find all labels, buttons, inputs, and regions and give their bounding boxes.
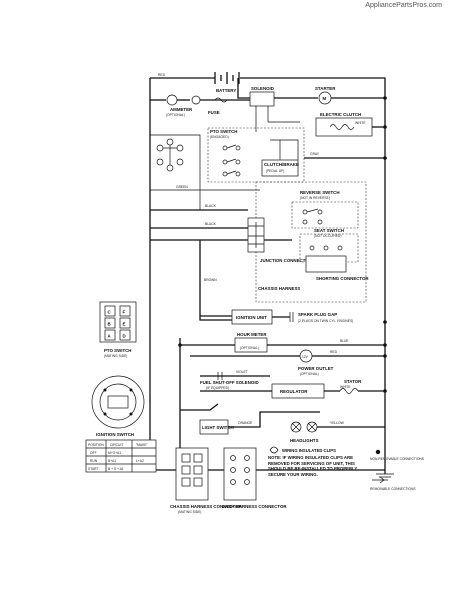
svg-text:(MATING SIDE): (MATING SIDE) [178, 510, 201, 514]
wire-note-title: WIRING INSULATED CLIPS [282, 448, 336, 453]
svg-text:GRAY: GRAY [310, 152, 320, 156]
ammeter-label: AMMETER [170, 107, 193, 112]
ammeter-icon [166, 94, 178, 106]
seat-switch-contacts [309, 245, 343, 251]
battery-icon [214, 72, 240, 84]
starter-m: M [323, 96, 327, 101]
pto-pin-a: A [108, 334, 112, 339]
seat-switch-label: SEAT SWITCH [314, 228, 344, 233]
pto-switch-contacts [222, 144, 241, 177]
fuse-icon [214, 97, 228, 103]
dash-harness-connector-icon [223, 447, 257, 501]
ignition-switch-label: IGNITION SWITCH [96, 432, 134, 437]
solenoid-label: SOLENOID [251, 86, 274, 91]
power-outlet-label: POWER OUTLET [298, 366, 334, 371]
electric-clutch-label: ELECTRIC CLUTCH [320, 112, 361, 117]
pto-pin-f: F [123, 310, 126, 315]
chassis-harness-label: CHASSIS HARNESS [258, 286, 300, 291]
svg-text:YELLOW: YELLOW [330, 421, 345, 425]
svg-text:(2 PLUGS ON TWIN CYL. ENGINES): (2 PLUGS ON TWIN CYL. ENGINES) [298, 319, 353, 323]
light-switch-label: LIGHT SWITCH [202, 425, 234, 430]
non-removable-label: NON-REMOVABLE CONNECTIONS [370, 457, 425, 461]
svg-text:RED: RED [158, 73, 166, 77]
stator-label: STATOR [344, 379, 362, 384]
insulated-clip-icon [269, 446, 279, 454]
svg-text:(ENGAGED): (ENGAGED) [210, 135, 229, 139]
svg-text:CIRCUIT: CIRCUIT [110, 443, 123, 447]
clutch-brake-label: CLUTCH/BRAKE [264, 162, 299, 167]
junction-connector-label: JUNCTION CONNECTOR [260, 258, 313, 263]
svg-text:(NOT IN REVERSE): (NOT IN REVERSE) [300, 196, 330, 200]
headlights-label: HEADLIGHTS [290, 438, 319, 443]
spark-plug-label: SPARK PLUG GAP [298, 312, 337, 317]
black-wires [150, 209, 248, 241]
fuse-label: FUSE [208, 110, 220, 115]
ignition-unit-label: IGNITION UNIT [236, 315, 267, 320]
svg-text:B+A1: B+A1 [108, 459, 116, 463]
starter-label: STARTER [315, 86, 336, 91]
ignition-switch-icon [91, 375, 145, 429]
svg-text:RED: RED [330, 350, 338, 354]
pto-pin-b: B [108, 322, 111, 327]
svg-text:BLACK: BLACK [205, 222, 217, 226]
svg-text:L+A2: L+A2 [136, 459, 144, 463]
svg-text:VIOLET: VIOLET [236, 370, 248, 374]
svg-text:(IF EQUIPPED): (IF EQUIPPED) [206, 386, 229, 390]
chassis-harness-connector-icon [175, 447, 209, 501]
shorting-connector-label: SHORTING CONNECTOR [316, 276, 369, 281]
svg-text:ORANGE: ORANGE [238, 421, 253, 425]
chassis-connector-label: CHASSIS HARNESS CONNECTOR [170, 504, 242, 509]
svg-text:BLUE: BLUE [340, 339, 349, 343]
ignition-wire-cluster [150, 134, 260, 210]
svg-text:(MATING SIDE): (MATING SIDE) [104, 354, 127, 358]
svg-text:(PEDAL UP): (PEDAL UP) [266, 169, 284, 173]
svg-text:WHITE: WHITE [355, 121, 366, 125]
non-removable-icon [375, 449, 381, 455]
dash-connector-label: DASH HARNESS CONNECTOR [222, 504, 287, 509]
pto-pin-e: E [123, 322, 126, 327]
pto-pin-d: D [123, 334, 126, 339]
hour-meter-label: HOUR METER [237, 332, 267, 337]
svg-text:POSITION: POSITION [88, 443, 104, 447]
fuel-shutoff-icon [217, 372, 223, 380]
pto-pin-c: C [108, 310, 112, 315]
ignition-switch-table [85, 439, 157, 473]
reverse-switch-contacts [302, 208, 323, 225]
removable-label: REMOVABLE CONNECTIONS [370, 487, 416, 491]
watermark: AppliancePartsPros.com [365, 2, 442, 9]
battery-label: BATTERY [216, 88, 236, 93]
svg-text:B + S + A1: B + S + A1 [108, 467, 124, 471]
svg-text:M+G+A1: M+G+A1 [108, 451, 121, 455]
spark-plug-icon [289, 312, 294, 322]
svg-text:(OPTIONAL): (OPTIONAL) [300, 372, 319, 376]
chassis-harness-area [255, 181, 367, 303]
ground-icon [376, 473, 394, 481]
svg-text:(NOT OCCUPIED): (NOT OCCUPIED) [314, 234, 341, 238]
stator-icon [339, 388, 359, 394]
reverse-switch-label: REVERSE SWITCH [300, 190, 340, 195]
svg-text:GREEN: GREEN [176, 185, 188, 189]
pto-mating-label: PTO SWITCH [104, 348, 131, 353]
svg-text:"MAKE": "MAKE" [136, 443, 149, 447]
fuel-shutoff-label: FUEL SHUT-OFF SOLENOID [200, 380, 259, 385]
pto-switch-label: PTO SWITCH [210, 129, 237, 134]
svg-text:START: START [88, 467, 99, 471]
solenoid-box [249, 91, 275, 107]
regulator-label: REGULATOR [280, 389, 308, 394]
top-wire [150, 77, 386, 310]
svg-text:OFF: OFF [90, 451, 97, 455]
svg-text:RUN: RUN [90, 459, 98, 463]
svg-text:(OPTIONAL): (OPTIONAL) [240, 346, 259, 350]
removable-icon [372, 476, 385, 484]
pto-switch-pin-block [99, 301, 137, 343]
svg-text:BLACK: BLACK [205, 204, 217, 208]
wire-note: NOTE: IF WIRING INSULATED CLIPS ARE REMO… [268, 455, 358, 477]
svg-text:(OPTIONAL): (OPTIONAL) [166, 113, 185, 117]
shorting-connector [305, 255, 347, 273]
svg-text:BROWN: BROWN [204, 278, 217, 282]
svg-text:WHITE: WHITE [340, 385, 351, 389]
svg-text:12V: 12V [302, 355, 309, 359]
